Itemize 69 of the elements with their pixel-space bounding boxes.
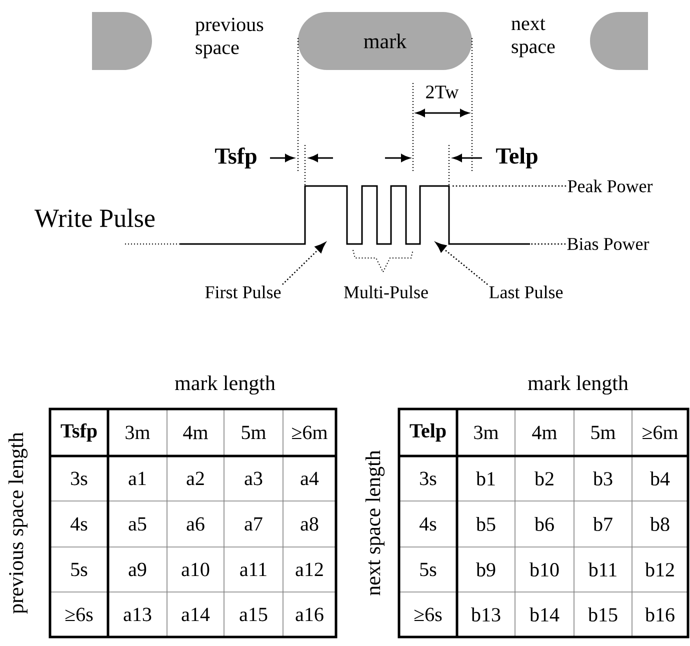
- header-cell: 3s: [420, 472, 436, 486]
- callout-label: Bias Power: [567, 238, 650, 250]
- header-cell: 5s: [71, 562, 88, 576]
- header-cell: 4m: [532, 426, 557, 440]
- leader-line: [435, 242, 488, 285]
- space-label: previous space: [195, 18, 264, 58]
- header-cell: ≥6s: [414, 608, 442, 622]
- table-cell: a10: [182, 562, 210, 576]
- header-cell: Telp: [410, 423, 446, 442]
- table-cell: b15: [588, 607, 618, 622]
- space-shape: [590, 12, 648, 70]
- leader-line: [452, 185, 566, 187]
- header-cell: 5m: [242, 426, 266, 440]
- table-cell: a16: [296, 608, 324, 622]
- table-cell: b2: [534, 471, 554, 486]
- callout-label: Peak Power: [568, 180, 653, 192]
- table-cell: b13: [471, 607, 500, 622]
- table-cell: a11: [240, 562, 266, 576]
- header-cell: 5m: [591, 426, 616, 440]
- table-cell: b10: [530, 562, 559, 577]
- table-cell: b9: [476, 562, 496, 577]
- table-cell: a1: [128, 472, 146, 486]
- table-cell: a12: [296, 562, 323, 576]
- header-cell: 4s: [420, 517, 436, 531]
- table-cell: a8: [300, 517, 318, 531]
- space-label: next space: [511, 18, 555, 58]
- table-cell: b8: [650, 516, 670, 532]
- leader-line: [530, 243, 566, 245]
- table-cell: a3: [244, 472, 262, 486]
- header-cell: 3m: [126, 426, 150, 440]
- leader-line: [282, 242, 326, 285]
- axis-title: mark length: [175, 375, 276, 395]
- callout-label: First Pulse: [205, 286, 281, 298]
- table-cell: a9: [128, 562, 146, 576]
- table-cell: b4: [650, 471, 670, 486]
- table-cell: a7: [244, 517, 262, 531]
- table-cell: b11: [588, 562, 616, 577]
- table-cell: b3: [593, 471, 612, 486]
- table-cell: a14: [182, 608, 210, 622]
- header-cell: ≥6m: [642, 426, 678, 440]
- header-cell: 4m: [183, 426, 208, 440]
- callout-label: Last Pulse: [489, 286, 563, 298]
- table-cell: b12: [645, 562, 674, 577]
- header-cell: 4s: [70, 517, 88, 531]
- header-cell: 5s: [420, 562, 436, 576]
- table-cell: a2: [186, 472, 204, 486]
- table-cell: b6: [534, 516, 554, 532]
- table-cell: a6: [186, 517, 204, 531]
- table-cell: b16: [645, 607, 674, 622]
- table-cell: a13: [124, 608, 152, 622]
- signal-label: Write Pulse: [34, 208, 155, 228]
- header-cell: 3s: [71, 472, 88, 486]
- table-cell: b5: [476, 516, 496, 532]
- header-cell: 3m: [474, 426, 498, 440]
- axis-title: mark length: [528, 375, 628, 395]
- table-cell: b1: [476, 471, 495, 486]
- header-cell: ≥6s: [65, 608, 93, 622]
- table-cell: a15: [240, 608, 268, 622]
- axis-title: next space length: [365, 450, 385, 596]
- table-cell: b7: [593, 516, 612, 532]
- header-cell: ≥6m: [292, 426, 328, 440]
- table-cell: b14: [530, 607, 560, 622]
- space-shape: [92, 12, 152, 70]
- pulse-label: Multi-Pulse: [344, 286, 428, 298]
- table-cell: a4: [300, 472, 319, 486]
- header-cell: Tsfp: [60, 423, 97, 442]
- timing-label: Telp: [496, 148, 538, 168]
- table-cell: a5: [128, 517, 146, 531]
- axis-title: previous space length: [8, 432, 28, 614]
